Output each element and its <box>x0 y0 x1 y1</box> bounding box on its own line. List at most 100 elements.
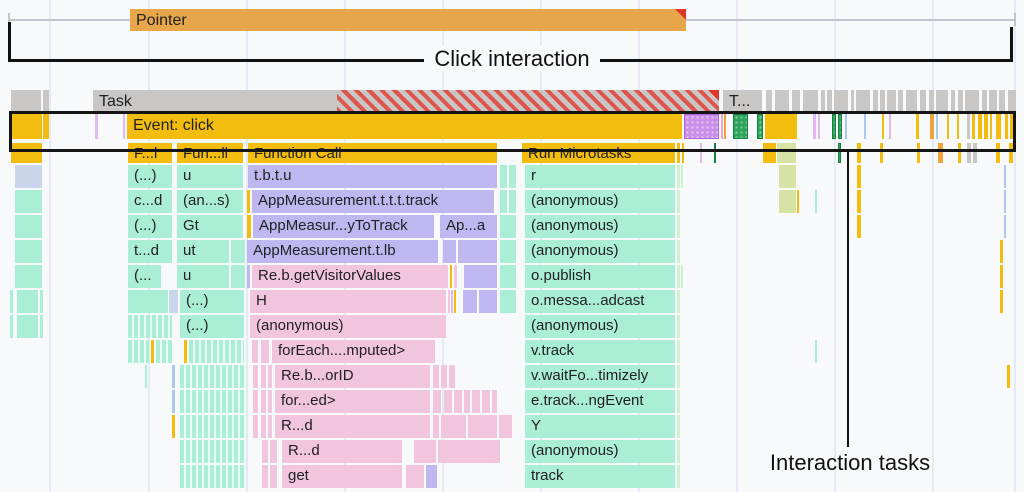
flame-bar[interactable] <box>479 290 497 313</box>
flame-bar[interactable] <box>438 440 500 463</box>
flame-bar[interactable] <box>775 90 789 112</box>
flame-bar[interactable]: t.b.t.u <box>248 165 497 188</box>
flame-bar[interactable] <box>765 114 797 139</box>
flame-bar[interactable] <box>978 114 982 139</box>
flame-bar[interactable] <box>262 440 268 463</box>
flame-bar[interactable]: (... <box>128 265 161 288</box>
flame-bar[interactable] <box>500 290 516 313</box>
flame-bar[interactable] <box>880 143 883 163</box>
flame-bar[interactable] <box>261 415 266 438</box>
flame-bar[interactable] <box>936 90 948 112</box>
flame-bar[interactable] <box>792 90 800 112</box>
flame-bar[interactable] <box>984 114 988 139</box>
flame-bar[interactable] <box>1009 143 1013 163</box>
flame-bar[interactable]: (anonymous) <box>525 190 675 213</box>
task-hatched-region[interactable] <box>337 90 719 112</box>
flame-bar[interactable] <box>268 415 272 438</box>
flame-bar[interactable]: e.track...ngEvent <box>525 390 675 413</box>
flame-bar[interactable]: forEach....mputed> <box>272 340 435 363</box>
flame-bar[interactable]: o.publish <box>525 265 675 288</box>
flame-bar[interactable] <box>681 265 683 288</box>
flame-bar[interactable] <box>906 90 917 112</box>
flame-bar[interactable] <box>247 190 250 213</box>
flame-bar[interactable] <box>813 114 816 139</box>
flame-bar[interactable] <box>262 465 268 488</box>
flame-bar[interactable] <box>1010 114 1014 139</box>
pointer-track-bar[interactable]: Pointer <box>130 9 686 31</box>
flame-bar[interactable] <box>857 190 861 213</box>
flame-bar[interactable] <box>441 365 447 388</box>
flame-bar[interactable] <box>930 114 934 139</box>
flame-bar[interactable] <box>464 390 470 413</box>
flame-bar[interactable] <box>857 143 861 163</box>
flame-bar[interactable] <box>677 415 680 438</box>
flame-bar[interactable] <box>499 415 512 438</box>
flame-bar[interactable] <box>15 215 42 238</box>
flame-bar[interactable] <box>724 114 726 139</box>
flame-bar[interactable] <box>766 90 772 112</box>
flame-bar[interactable] <box>463 290 477 313</box>
flame-bar[interactable] <box>458 240 497 263</box>
flame-bar[interactable] <box>128 315 172 338</box>
flame-bar[interactable] <box>857 165 861 188</box>
flame-bar[interactable] <box>406 465 424 488</box>
flame-bar[interactable] <box>128 290 168 313</box>
flame-bar[interactable] <box>827 90 832 112</box>
flame-bar[interactable] <box>472 390 480 413</box>
flame-bar[interactable]: Re.b.getVisitorValues <box>252 265 448 288</box>
flame-bar[interactable] <box>996 143 1000 163</box>
flame-bar[interactable] <box>682 143 684 163</box>
flame-bar[interactable] <box>268 365 272 388</box>
flame-bar[interactable] <box>677 365 680 388</box>
flame-bar[interactable] <box>451 290 453 313</box>
flame-bar[interactable] <box>996 114 1001 139</box>
flame-bar[interactable] <box>1004 215 1006 238</box>
flame-bar[interactable] <box>677 390 680 413</box>
flame-bar[interactable] <box>468 415 497 438</box>
flame-bar[interactable]: track <box>525 465 675 488</box>
flame-bar[interactable] <box>509 190 516 213</box>
flame-bar[interactable] <box>1008 90 1016 112</box>
flame-bar[interactable]: (...) <box>180 290 244 313</box>
flame-bar[interactable] <box>972 114 975 139</box>
flame-bar[interactable] <box>989 90 997 112</box>
flame-bar[interactable] <box>492 390 497 413</box>
flame-bar[interactable]: (anonymous) <box>525 440 675 463</box>
flame-bar[interactable] <box>433 390 441 413</box>
flame-bar[interactable] <box>180 440 246 463</box>
flame-bar[interactable] <box>1004 190 1006 213</box>
flame-bar[interactable] <box>180 365 246 388</box>
flame-bar[interactable] <box>500 215 516 238</box>
flame-bar[interactable] <box>677 265 680 288</box>
flame-bar[interactable]: u <box>177 165 243 188</box>
flame-bar[interactable] <box>967 143 971 163</box>
flame-bar[interactable]: H <box>250 290 446 313</box>
flame-bar[interactable]: R...d <box>275 415 430 438</box>
flame-bar[interactable] <box>779 190 796 213</box>
flame-bar[interactable] <box>1000 240 1003 263</box>
flame-bar[interactable] <box>40 290 43 313</box>
flame-bar[interactable] <box>156 340 172 363</box>
flame-bar[interactable] <box>803 90 818 112</box>
flame-bar[interactable] <box>184 340 187 363</box>
flame-bar[interactable] <box>797 190 799 213</box>
flame-bar[interactable]: o.messa...adcast <box>525 290 675 313</box>
flame-bar[interactable] <box>189 340 244 363</box>
flame-bar[interactable] <box>500 240 516 263</box>
flame-bar[interactable] <box>733 114 748 139</box>
flame-bar[interactable] <box>43 114 49 139</box>
flame-bar[interactable]: v.track <box>525 340 675 363</box>
flame-bar[interactable] <box>677 143 680 163</box>
flame-bar[interactable] <box>268 390 272 413</box>
flame-bar[interactable] <box>172 390 175 413</box>
flame-bar[interactable]: R...d <box>282 440 402 463</box>
flame-bar[interactable] <box>990 114 992 139</box>
flame-bar[interactable]: (...) <box>128 215 172 238</box>
flame-bar[interactable] <box>443 240 456 263</box>
flame-bar[interactable] <box>815 340 817 363</box>
flame-bar[interactable] <box>1000 290 1003 313</box>
flame-bar[interactable] <box>15 240 42 263</box>
flame-bar[interactable] <box>681 165 683 188</box>
flame-bar[interactable] <box>253 415 258 438</box>
flame-bar[interactable] <box>838 143 841 163</box>
